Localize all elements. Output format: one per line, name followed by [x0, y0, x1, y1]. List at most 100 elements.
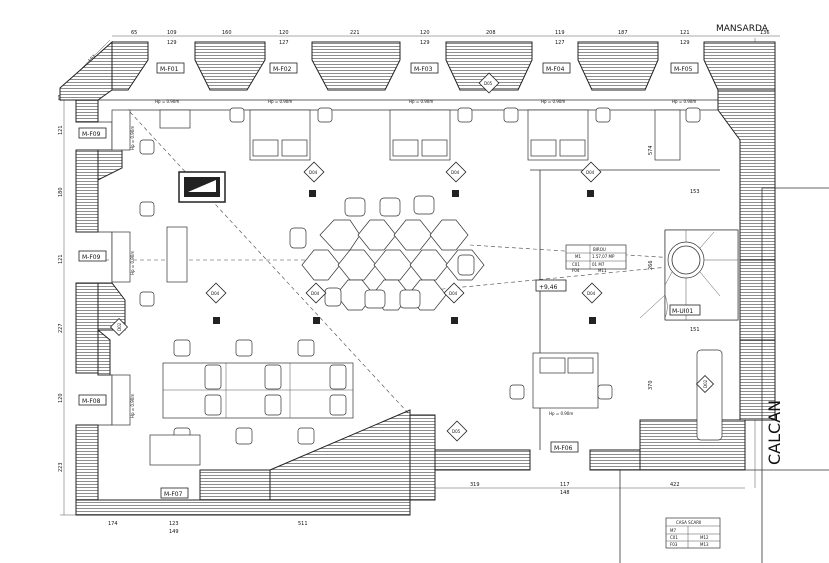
- svg-text:Hp = 0.90m: Hp = 0.90m: [268, 99, 292, 104]
- window-left-F09-a: M-F09: [78, 127, 107, 139]
- svg-text:D05: D05: [452, 429, 461, 434]
- svg-text:148: 148: [560, 490, 570, 496]
- svg-text:Hp = 0.90m: Hp = 0.90m: [130, 126, 135, 150]
- svg-text:M-F01: M-F01: [160, 66, 179, 73]
- device-d05-2: D05: [446, 420, 468, 442]
- svg-text:370: 370: [648, 380, 654, 390]
- svg-text:01 M7: 01 M7: [592, 262, 605, 267]
- svg-text:121: 121: [58, 125, 64, 135]
- svg-text:121: 121: [58, 254, 64, 264]
- svg-text:M-F04: M-F04: [546, 66, 565, 73]
- label-mansarda: MANSARDA: [716, 24, 769, 34]
- device-d04-5: D04: [305, 282, 327, 324]
- svg-text:D05: D05: [484, 81, 493, 86]
- svg-text:D02: D02: [117, 322, 122, 331]
- level-marker: +9,46: [535, 279, 567, 292]
- bottom-right-desks: [509, 349, 723, 441]
- device-d02-1: D02: [109, 317, 129, 337]
- door-M-UI01: M-UI01: [639, 294, 701, 319]
- device-d04-1: D04: [303, 161, 325, 197]
- svg-text:127: 127: [279, 40, 289, 46]
- svg-text:121: 121: [680, 30, 690, 36]
- svg-text:D04: D04: [451, 170, 460, 175]
- svg-text:M-F09: M-F09: [82, 254, 101, 261]
- svg-text:Hp = 0.90m: Hp = 0.90m: [549, 411, 573, 416]
- svg-text:574: 574: [648, 145, 654, 155]
- svg-text:M-F09: M-F09: [82, 131, 101, 138]
- svg-text:M-UI01: M-UI01: [672, 308, 693, 315]
- svg-text:117: 117: [560, 482, 570, 488]
- svg-text:180: 180: [58, 187, 64, 197]
- svg-text:129: 129: [420, 40, 430, 46]
- svg-text:Hp = 0.90m: Hp = 0.90m: [409, 99, 433, 104]
- svg-text:119: 119: [555, 30, 565, 36]
- svg-text:422: 422: [670, 482, 680, 488]
- svg-text:F03: F03: [670, 542, 678, 547]
- svg-text:M-F05: M-F05: [674, 66, 693, 73]
- svg-text:Hp = 0.90m: Hp = 0.90m: [130, 394, 135, 418]
- device-d04-7: D04: [581, 282, 603, 324]
- svg-text:D02: D02: [703, 379, 708, 388]
- svg-text:136: 136: [760, 30, 770, 36]
- svg-text:D04: D04: [211, 291, 220, 296]
- svg-text:D04: D04: [586, 170, 595, 175]
- svg-text:151: 151: [690, 327, 700, 333]
- window-top-F05: M-F05: [670, 62, 699, 74]
- window-bottom-F06: M-F06: [550, 441, 579, 453]
- svg-text:M13: M13: [700, 542, 709, 547]
- svg-text:160: 160: [222, 30, 232, 36]
- walls: [59, 40, 776, 516]
- svg-text:511: 511: [298, 521, 308, 527]
- svg-text:149: 149: [169, 529, 179, 535]
- exterior-lines: [619, 187, 829, 563]
- window-top-F03: M-F03: [410, 62, 439, 74]
- svg-text:D04: D04: [311, 291, 320, 296]
- device-d04-4: D04: [205, 282, 227, 324]
- svg-text:174: 174: [108, 521, 118, 527]
- svg-text:M-F03: M-F03: [414, 66, 433, 73]
- svg-text:M11: M11: [598, 268, 607, 273]
- svg-text:129: 129: [680, 40, 690, 46]
- svg-text:+9,46: +9,46: [539, 284, 558, 291]
- device-d04-3: D04: [580, 161, 602, 197]
- svg-text:M7: M7: [670, 528, 676, 533]
- dim-top-texts: 65 109 160 120 221 120 208 119 187 121 1…: [131, 30, 770, 46]
- svg-text:M12: M12: [700, 535, 709, 540]
- svg-text:153: 153: [690, 189, 700, 195]
- svg-text:M-F02: M-F02: [273, 66, 292, 73]
- svg-text:129: 129: [167, 40, 177, 46]
- svg-text:M-F07: M-F07: [164, 491, 183, 498]
- window-bottom-F07: M-F07: [160, 487, 189, 499]
- fireplace-object: [178, 171, 226, 203]
- svg-text:65: 65: [131, 30, 137, 36]
- window-top-F01: M-F01: [156, 62, 185, 74]
- window-top-F04: M-F04: [542, 62, 571, 74]
- device-d04-2: D04: [445, 161, 467, 197]
- svg-text:F04: F04: [572, 268, 580, 273]
- svg-text:Hp = 0.90m: Hp = 0.90m: [672, 99, 696, 104]
- svg-text:Hp = 0.90m: Hp = 0.90m: [155, 99, 179, 104]
- device-d04-6: D04: [443, 282, 465, 324]
- svg-text:BIROU: BIROU: [593, 247, 606, 252]
- top-desks: [159, 107, 701, 161]
- svg-text:266: 266: [648, 260, 654, 270]
- svg-text:C01: C01: [572, 262, 580, 267]
- svg-text:109: 109: [167, 30, 177, 36]
- svg-text:D04: D04: [449, 291, 458, 296]
- svg-text:120: 120: [279, 30, 289, 36]
- left-desks: [111, 109, 188, 426]
- device-d02-2: D02: [695, 374, 715, 394]
- svg-text:319: 319: [470, 482, 480, 488]
- dim-bottom-texts: 174 123 511 149 319 117 422 148 153 151 …: [108, 145, 755, 535]
- svg-text:M-F08: M-F08: [82, 398, 101, 405]
- svg-text:Hp = 0.90m: Hp = 0.90m: [541, 99, 565, 104]
- svg-text:D04: D04: [309, 170, 318, 175]
- svg-text:M1: M1: [575, 254, 581, 259]
- svg-text:Hp = 0.90m: Hp = 0.90m: [130, 251, 135, 275]
- svg-text:M-F06: M-F06: [554, 445, 573, 452]
- svg-text:221: 221: [350, 30, 360, 36]
- svg-text:208: 208: [486, 30, 496, 36]
- meeting-table: [149, 339, 354, 466]
- device-d05-1: D05: [478, 72, 500, 94]
